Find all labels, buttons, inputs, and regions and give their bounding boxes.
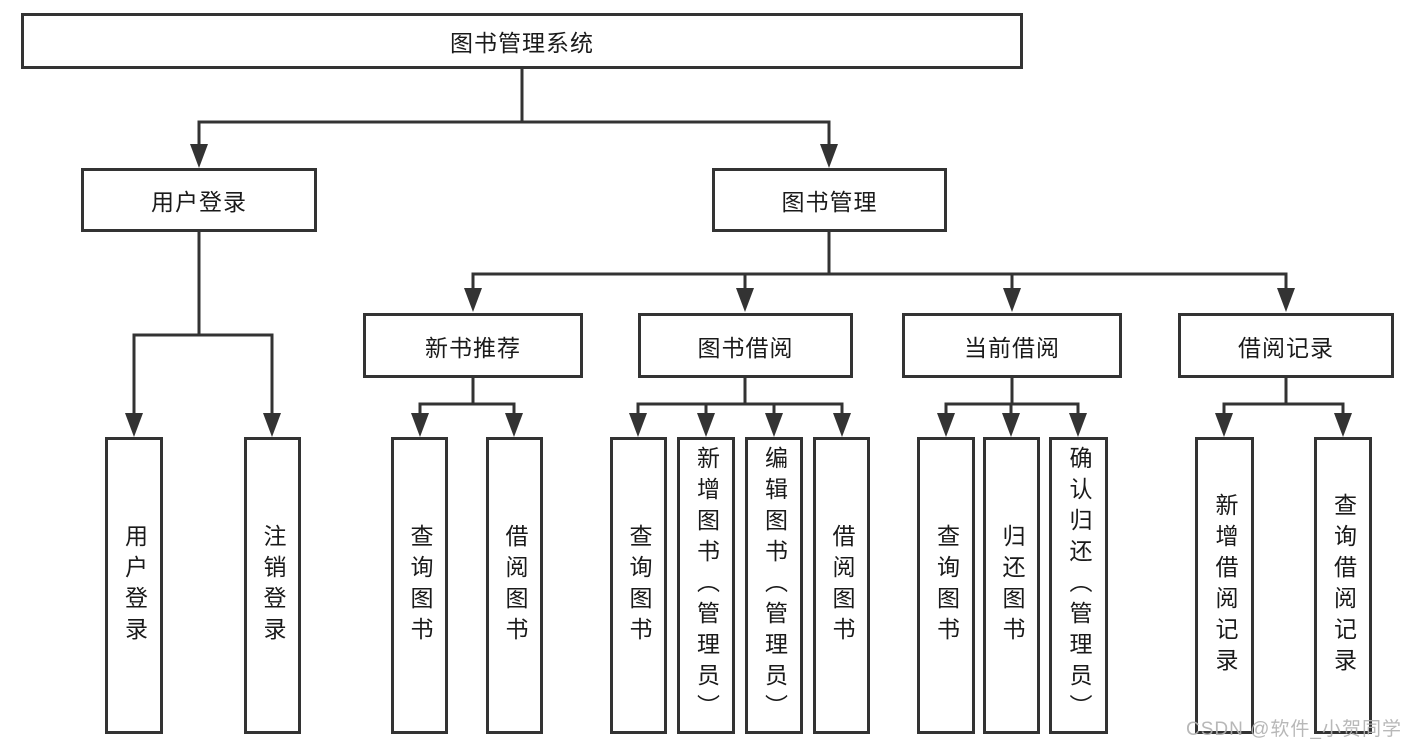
node-book-management: 图书管理: [712, 168, 947, 232]
edge-login-to-leaves: [132, 232, 274, 415]
edge-bookmgmt-to-level3: [471, 232, 1288, 290]
leaf-add-borrow-record: 新增借阅记录: [1195, 437, 1254, 734]
edge-current-to-leaves: [944, 378, 1080, 415]
edge-borrow-to-leaves: [636, 378, 844, 415]
leaf-query-books-current: 查询图书: [917, 437, 975, 734]
node-library-management-system: 图书管理系统: [21, 13, 1023, 69]
leaf-label: 借阅图书: [829, 523, 855, 648]
leaf-label: 查询图书: [407, 523, 433, 648]
node-user-login: 用户登录: [81, 168, 317, 232]
leaf-label: 查询图书: [626, 523, 652, 648]
leaf-label: 确认归还（管理员）: [1066, 446, 1092, 725]
leaf-label: 归还图书: [999, 523, 1025, 648]
edge-root-to-level2: [197, 69, 831, 146]
leaf-user-login: 用户登录: [105, 437, 163, 734]
leaf-logout: 注销登录: [244, 437, 301, 734]
leaf-label: 查询借阅记录: [1330, 492, 1357, 679]
node-current-borrow: 当前借阅: [902, 313, 1122, 378]
leaf-edit-books-admin: 编辑图书（管理员）: [745, 437, 803, 734]
arrowheads: [125, 144, 1352, 437]
edge-newbooks-to-leaves: [418, 378, 516, 415]
node-new-book-recommend: 新书推荐: [363, 313, 583, 378]
leaf-label: 注销登录: [260, 523, 286, 648]
leaf-label: 借阅图书: [502, 523, 528, 648]
leaf-query-borrow-record: 查询借阅记录: [1314, 437, 1372, 734]
leaf-label: 查询图书: [933, 523, 960, 648]
leaf-query-books-borrow: 查询图书: [610, 437, 667, 734]
leaf-confirm-return-admin: 确认归还（管理员）: [1049, 437, 1108, 734]
leaf-label: 新增图书（管理员）: [693, 446, 720, 725]
leaf-add-books-admin: 新增图书（管理员）: [677, 437, 735, 734]
leaf-query-books-recommend: 查询图书: [391, 437, 448, 734]
leaf-label: 新增借阅记录: [1212, 492, 1238, 679]
node-borrow-records: 借阅记录: [1178, 313, 1394, 378]
leaf-return-books: 归还图书: [983, 437, 1040, 734]
leaf-label: 编辑图书（管理员）: [761, 446, 788, 725]
leaf-borrow-books-recommend: 借阅图书: [486, 437, 543, 734]
node-book-borrow: 图书借阅: [638, 313, 853, 378]
leaf-borrow-books: 借阅图书: [813, 437, 870, 734]
edge-records-to-leaves: [1222, 378, 1345, 415]
leaf-label: 用户登录: [121, 523, 148, 648]
